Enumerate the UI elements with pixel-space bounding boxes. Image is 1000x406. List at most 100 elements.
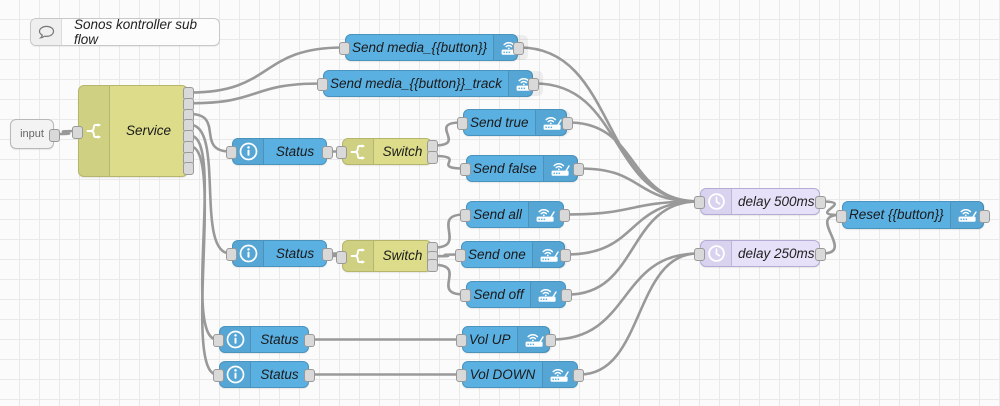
node-send_false[interactable]: Send false: [460, 155, 584, 182]
node-send_one[interactable]: Send one: [455, 241, 571, 268]
node-label-status3: Status: [260, 331, 299, 347]
node-service[interactable]: Service: [72, 85, 194, 177]
node-label-vol_up: Vol UP: [469, 331, 511, 347]
port-output-delay500-1[interactable]: [815, 196, 826, 209]
port-input-status1[interactable]: [226, 146, 237, 159]
port-input-status4[interactable]: [213, 369, 224, 382]
port-output-status1-1[interactable]: [322, 146, 333, 159]
node-switch1[interactable]: Switch: [336, 138, 438, 165]
port-input-status2[interactable]: [226, 248, 237, 261]
port-input-vol_up[interactable]: [456, 334, 467, 347]
info-icon: [220, 362, 251, 387]
port-input-delay500[interactable]: [694, 196, 705, 209]
port-output-switch1-2[interactable]: [427, 150, 438, 164]
port-input-send_off[interactable]: [460, 289, 471, 302]
router-icon: [542, 362, 577, 387]
node-vol_down[interactable]: Vol DOWN: [456, 361, 584, 388]
node-status4[interactable]: Status: [213, 361, 315, 388]
node-media_track[interactable]: Send media_{{button}}_track: [317, 70, 543, 97]
info-icon: [233, 139, 264, 164]
port-output-send_one-1[interactable]: [560, 249, 571, 262]
port-input-switch2[interactable]: [336, 250, 347, 264]
port-output-media-1[interactable]: [513, 42, 524, 55]
port-input-send_one[interactable]: [455, 249, 466, 262]
node-label-input: input: [20, 127, 44, 140]
port-output-status4-1[interactable]: [304, 369, 315, 382]
port-output-reset-1[interactable]: [979, 209, 990, 223]
node-label-status2: Status: [275, 245, 315, 261]
node-send_true[interactable]: Send true: [457, 109, 573, 136]
wire-send-off-to-delay-500ms: [566, 200, 700, 296]
node-label-vol_down: Vol DOWN: [469, 366, 536, 382]
port-input-status3[interactable]: [213, 334, 224, 347]
node-label-send_false: Send false: [473, 160, 537, 176]
node-label-send_all: Send all: [473, 206, 522, 222]
node-label-service: Service: [125, 123, 171, 139]
node-status1[interactable]: Status: [226, 138, 333, 165]
wire-send-false-to-delay-500ms: [578, 167, 700, 203]
port-output-media_track-1[interactable]: [528, 78, 539, 91]
switch-icon: [343, 139, 374, 164]
port-output-status3-1[interactable]: [304, 334, 315, 347]
port-output-send_off-1[interactable]: [561, 289, 572, 302]
wire-service-out-5-to-status-3: [188, 134, 219, 341]
info-icon: [220, 327, 251, 352]
wire-vol-down-to-delay-250ms: [578, 252, 700, 376]
port-output-input-1[interactable]: [49, 128, 60, 142]
wire-vol-up-to-delay-250ms: [550, 252, 700, 341]
wire-service-out-3-to-status-1: [188, 112, 232, 153]
port-output-status2-1[interactable]: [322, 248, 333, 261]
port-output-send_true-1[interactable]: [562, 117, 573, 130]
node-label-media: Send media_{{button}}: [352, 39, 488, 55]
node-switch2[interactable]: Switch: [336, 240, 438, 273]
port-output-send_all-1[interactable]: [559, 209, 570, 222]
router-icon: [530, 282, 565, 307]
wire-send-all-to-delay-500ms: [564, 200, 700, 216]
wire-send-media-track-to-delay-500ms: [533, 82, 700, 203]
port-input-reset[interactable]: [836, 209, 847, 223]
node-label-send_off: Send off: [473, 286, 524, 302]
node-label-media_track: Send media_{{button}}_track: [330, 75, 502, 91]
port-input-delay250[interactable]: [694, 248, 705, 261]
port-output-vol_down-1[interactable]: [573, 369, 584, 382]
switch-icon: [343, 241, 374, 271]
wire-send-one-to-delay-500ms: [565, 200, 700, 256]
port-input-send_true[interactable]: [457, 117, 468, 130]
node-label-status4: Status: [260, 366, 299, 382]
node-send_all[interactable]: Send all: [460, 201, 570, 228]
port-output-vol_up-1[interactable]: [545, 334, 556, 347]
info-icon: [233, 241, 264, 266]
node-status2[interactable]: Status: [226, 240, 333, 267]
node-media[interactable]: Send media_{{button}}: [339, 34, 529, 61]
port-output-delay250-1[interactable]: [815, 248, 826, 261]
port-input-media[interactable]: [339, 42, 350, 55]
port-input-media_track[interactable]: [317, 78, 328, 91]
wire-service-out-4-to-status-2: [188, 123, 232, 255]
comment-label: Sonos kontroller sub flow: [74, 17, 198, 47]
node-send_off[interactable]: Send off: [460, 281, 572, 308]
wire-service-out-2-to-send-media-track: [188, 82, 323, 105]
node-vol_up[interactable]: Vol UP: [456, 326, 556, 353]
node-delay500[interactable]: delay 500ms: [694, 188, 826, 215]
wire-send-true-to-delay-500ms: [567, 121, 700, 203]
node-label-send_true: Send true: [470, 114, 529, 130]
node-label-switch1: Switch: [382, 143, 423, 159]
port-input-send_false[interactable]: [460, 163, 471, 176]
switch-icon: [79, 86, 110, 176]
router-icon: [528, 202, 563, 227]
port-output-send_false-1[interactable]: [573, 163, 584, 176]
node-status3[interactable]: Status: [213, 326, 315, 353]
node-label-send_one: Send one: [468, 246, 526, 262]
node-input[interactable]: input: [10, 119, 60, 149]
router-icon: [949, 202, 985, 228]
port-input-service[interactable]: [72, 125, 83, 139]
port-input-vol_down[interactable]: [456, 369, 467, 382]
port-output-service-8[interactable]: [183, 162, 194, 176]
port-input-send_all[interactable]: [460, 209, 471, 222]
node-reset[interactable]: Reset {{button}}: [836, 201, 990, 229]
port-output-switch2-3[interactable]: [427, 259, 438, 273]
comment-node[interactable]: Sonos kontroller sub flow: [30, 17, 220, 47]
node-delay250[interactable]: delay 250ms: [694, 240, 826, 267]
port-input-switch1[interactable]: [336, 146, 347, 159]
